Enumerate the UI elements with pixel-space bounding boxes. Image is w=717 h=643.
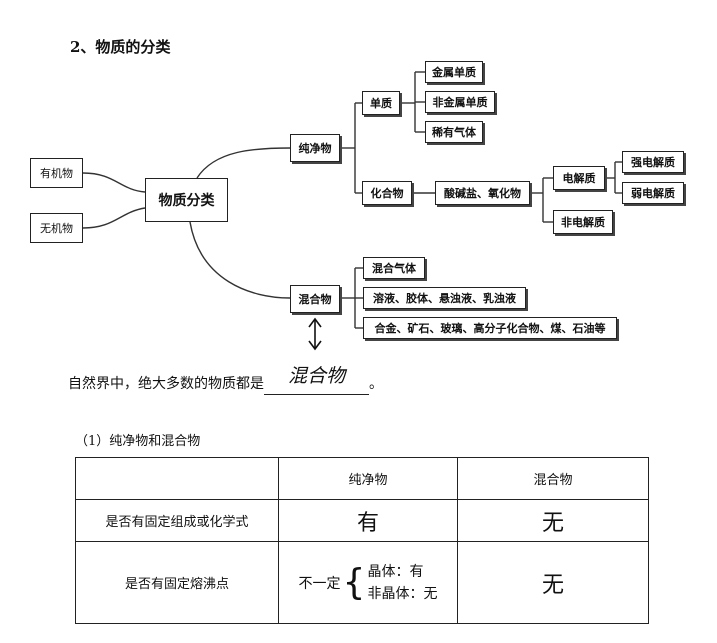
metal-elemental-box: 金属单质	[425, 61, 483, 83]
organic-box: 有机物	[30, 158, 83, 188]
table-header-mixture: 混合物	[457, 457, 649, 500]
inorganic-box: 无机物	[30, 213, 83, 243]
electrolyte-box: 电解质	[553, 166, 605, 190]
alloy-ore-box: 合金、矿石、玻璃、高分子化合物、煤、石油等	[363, 317, 617, 339]
elemental-box: 单质	[362, 91, 400, 115]
handwritten-crystal-line: 晶体：有	[367, 563, 424, 580]
handwritten-pure-composition: 有	[356, 510, 379, 536]
table-header-row: 纯净物 混合物	[75, 457, 649, 500]
statement-line: 自然界中，绝大多数的物质都是 混合物。	[68, 365, 383, 395]
table-header-pure: 纯净物	[278, 457, 458, 500]
pure-substance-box: 纯净物	[290, 134, 340, 162]
row-label-composition: 是否有固定组成或化学式	[75, 499, 279, 542]
noble-gas-box: 稀有气体	[425, 121, 483, 143]
handwritten-mixture-composition: 无	[541, 510, 564, 536]
cell-pure-melting-point: 不一定 { 晶体：有 非晶体：无	[278, 541, 458, 624]
strong-electrolyte-box: 强电解质	[622, 151, 684, 173]
acid-base-salt-box: 酸碱盐、氧化物	[435, 181, 530, 205]
table-row: 是否有固定组成或化学式 有 无	[75, 499, 649, 542]
nonmetal-elemental-box: 非金属单质	[425, 91, 495, 113]
cell-mixture-melting-point: 无	[457, 541, 649, 624]
handwritten-amorphous-line: 非晶体：无	[367, 585, 438, 602]
solution-colloid-box: 溶液、胶体、悬浊液、乳浊液	[363, 287, 526, 309]
cell-pure-composition: 有	[278, 499, 458, 542]
weak-electrolyte-box: 弱电解质	[622, 182, 684, 204]
mixed-gas-box: 混合气体	[363, 257, 425, 279]
section-title: 2、物质的分类	[70, 38, 171, 56]
handwritten-not-necessarily: 不一定	[298, 575, 341, 592]
comparison-table: 纯净物 混合物 是否有固定组成或化学式 有 无 是否有固定熔沸点 不一定 { 晶…	[75, 457, 649, 624]
brace-symbol: {	[342, 561, 366, 603]
handwritten-answer: 混合物	[287, 365, 345, 387]
statement-answer-blank: 混合物	[264, 365, 369, 395]
compound-box: 化合物	[362, 181, 412, 205]
table-header-empty	[75, 457, 279, 500]
mixture-box: 混合物	[290, 285, 340, 313]
row-label-melting-point: 是否有固定熔沸点	[75, 541, 279, 624]
handwritten-mixture-melting-point: 无	[541, 572, 564, 598]
cell-mixture-composition: 无	[457, 499, 649, 542]
statement-suffix: 。	[369, 376, 383, 392]
non-electrolyte-box: 非电解质	[553, 210, 613, 234]
subsection-title: （1）纯净物和混合物	[75, 434, 201, 449]
center-box: 物质分类	[145, 178, 228, 222]
statement-prefix: 自然界中，绝大多数的物质都是	[68, 376, 264, 392]
table-row: 是否有固定熔沸点 不一定 { 晶体：有 非晶体：无 无	[75, 541, 649, 624]
